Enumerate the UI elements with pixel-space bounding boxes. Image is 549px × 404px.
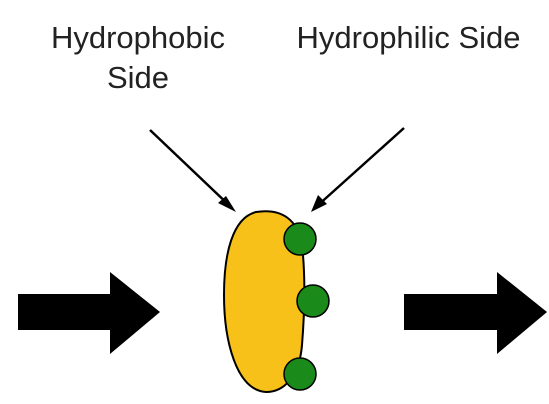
right-flow-arrow: [404, 272, 547, 354]
hydrophilic-head-middle: [297, 285, 329, 317]
hydrophilic-head-top: [284, 223, 316, 255]
hydrophobic-pointer-arrow: [150, 130, 236, 212]
hydrophilic-head-bottom: [284, 358, 316, 390]
left-flow-arrow: [18, 272, 160, 354]
hydrophilic-pointer-arrow: [311, 128, 404, 212]
